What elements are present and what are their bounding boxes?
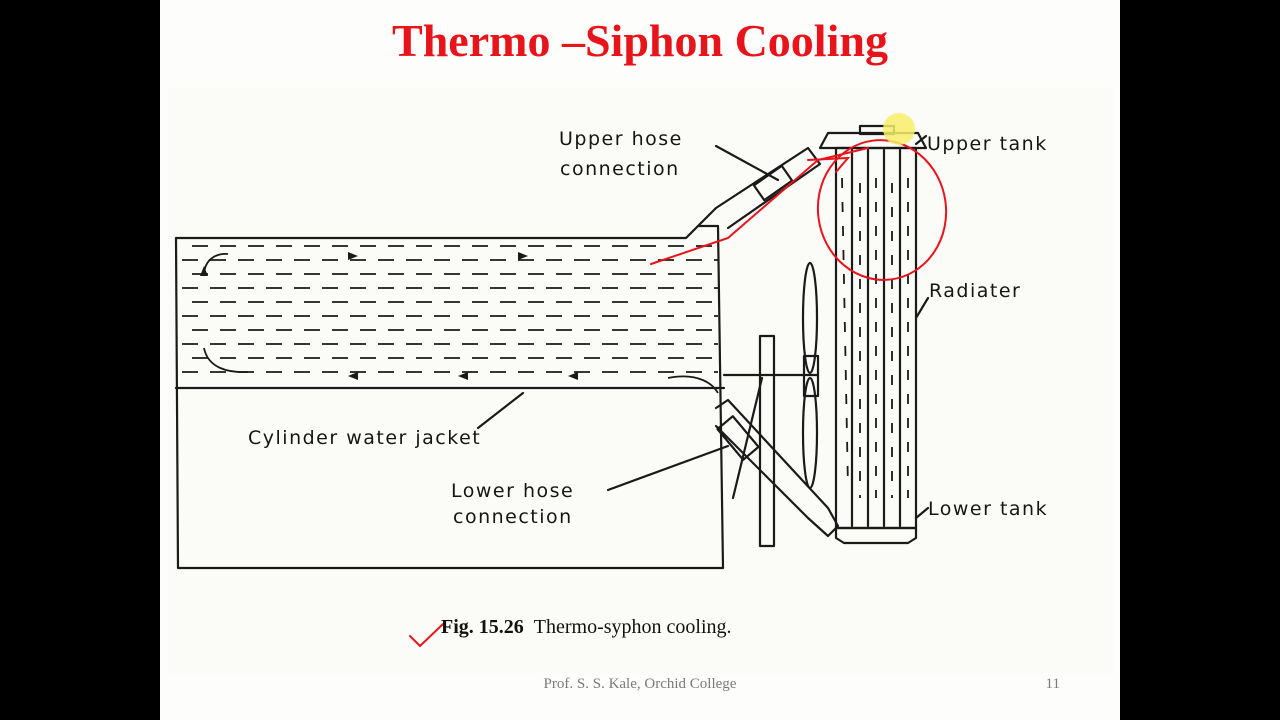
label-cylinder-water-jacket: Cylinder water jacket [248, 427, 482, 449]
engine-block-outline [174, 224, 725, 570]
label-upper-hose-line1: Upper hose [559, 128, 683, 150]
leader-upper-tank [914, 134, 928, 146]
fan-belt [731, 376, 764, 500]
leader-radiater [914, 296, 930, 320]
upper-hose-arrow-stroke [807, 156, 851, 173]
caption-text: Thermo-syphon cooling. [533, 616, 732, 638]
leader-lower-hose [606, 444, 730, 492]
radiator-highlight-ring [816, 139, 948, 281]
slide: Thermo –Siphon Cooling [160, 0, 1120, 720]
flow-curve-top [203, 253, 229, 277]
label-lower-hose-line2: connection [453, 506, 573, 528]
flow-arrow [518, 252, 528, 260]
label-upper-hose-line2: connection [560, 158, 680, 180]
leader-cylinder-jacket [476, 391, 525, 430]
upper-hose-flow-stroke [650, 147, 869, 265]
label-lower-hose-line1: Lower hose [451, 480, 575, 502]
caption-checkmark [409, 623, 444, 648]
water-dashes [182, 177, 909, 498]
fan-pulley [758, 334, 776, 548]
fan-hub [802, 354, 820, 398]
caption-number: Fig. 15.26 [441, 616, 524, 638]
upper-hose [696, 146, 822, 230]
flow-curve-bottom [203, 347, 249, 373]
flow-arrow [458, 372, 468, 380]
lower-tank [834, 526, 918, 545]
slide-title: Thermo –Siphon Cooling [392, 15, 888, 66]
page-number: 11 [1045, 676, 1060, 692]
pointer-highlight [883, 113, 915, 145]
label-lower-tank: Lower tank [928, 498, 1049, 520]
lower-hose [714, 398, 840, 538]
leader-lower-tank [914, 506, 930, 520]
flow-arrow [348, 252, 358, 260]
thermo-siphon-diagram [174, 113, 948, 648]
label-upper-tank: Upper tank [927, 133, 1048, 155]
flow-arrow [348, 372, 358, 380]
flow-curve-lower-hose [667, 375, 719, 394]
upper-tank [818, 131, 928, 150]
fan-blade-lower [801, 376, 819, 490]
lower-hose-clamp [716, 415, 760, 461]
fan-blade-upper [801, 261, 819, 375]
figure-caption: Fig. 15.26 Thermo-syphon cooling. [441, 616, 732, 639]
footer-author: Prof. S. S. Kale, Orchid College [543, 676, 737, 692]
flow-arrow [568, 372, 578, 380]
scanned-figure: Upper hose connection Upper tank Radiate… [168, 88, 1113, 673]
label-radiater: Radiater [929, 280, 1022, 302]
leader-upper-hose [714, 144, 780, 182]
